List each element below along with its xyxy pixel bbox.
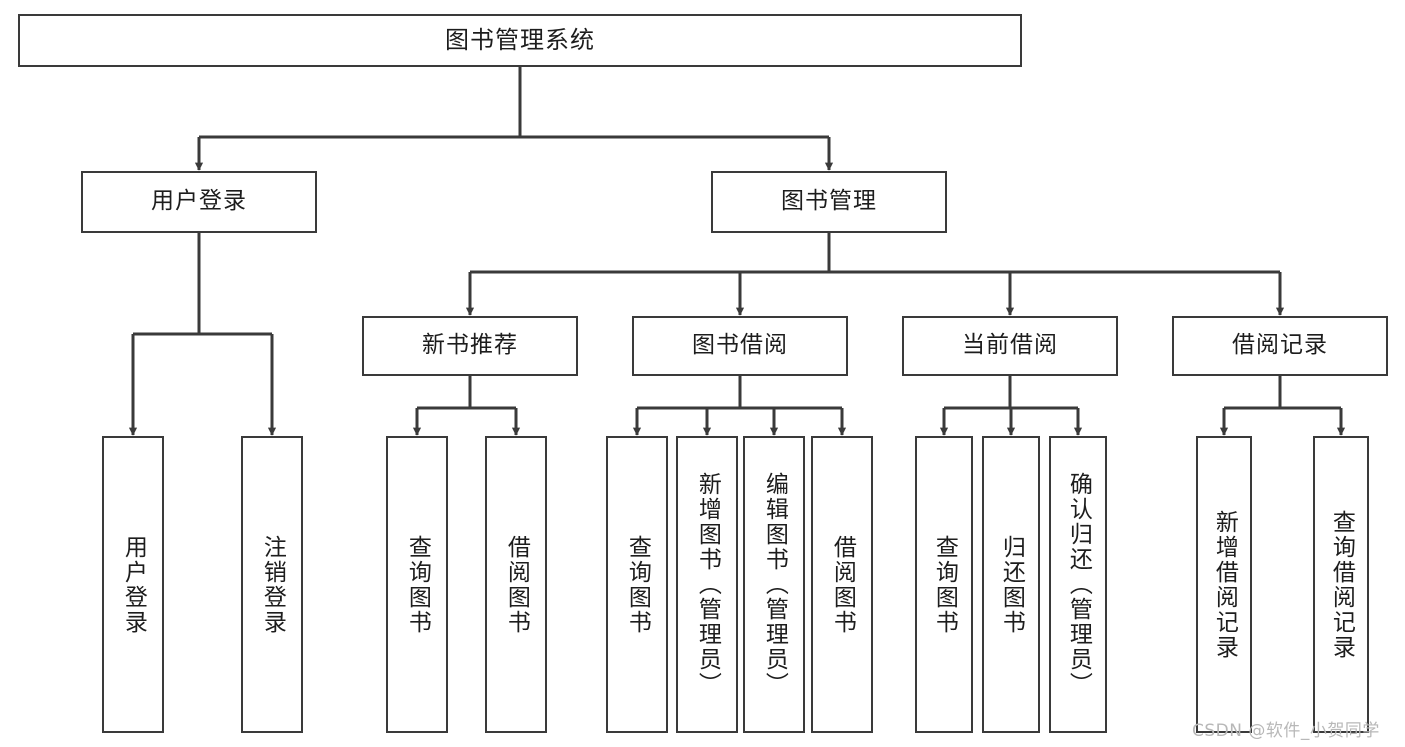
node-new-book-recommend[interactable]: 新书推荐 [362,316,578,376]
leaf-borrow-book-recommend[interactable]: 借阅图书 [485,436,547,733]
node-borrow-record[interactable]: 借阅记录 [1172,316,1388,376]
leaf-user-login[interactable]: 用户登录 [102,436,164,733]
leaf-query-borrow-record[interactable]: 查询借阅记录 [1313,436,1369,733]
leaf-add-book-admin[interactable]: 新增图书（管理员） [676,436,738,733]
node-book-borrow[interactable]: 图书借阅 [632,316,848,376]
leaf-user-logout[interactable]: 注销登录 [241,436,303,733]
leaf-confirm-return-admin[interactable]: 确认归还（管理员） [1049,436,1107,733]
leaf-query-book-recommend[interactable]: 查询图书 [386,436,448,733]
node-book-management[interactable]: 图书管理 [711,171,947,233]
leaf-return-book[interactable]: 归还图书 [982,436,1040,733]
leaf-query-book-current[interactable]: 查询图书 [915,436,973,733]
csdn-watermark: CSDN @软件_小贺同学 [1192,721,1380,741]
leaf-edit-book-admin[interactable]: 编辑图书（管理员） [743,436,805,733]
node-current-borrow[interactable]: 当前借阅 [902,316,1118,376]
leaf-query-book-borrow[interactable]: 查询图书 [606,436,668,733]
node-root[interactable]: 图书管理系统 [18,14,1022,67]
node-user-login[interactable]: 用户登录 [81,171,317,233]
leaf-borrow-book[interactable]: 借阅图书 [811,436,873,733]
leaf-add-borrow-record[interactable]: 新增借阅记录 [1196,436,1252,733]
